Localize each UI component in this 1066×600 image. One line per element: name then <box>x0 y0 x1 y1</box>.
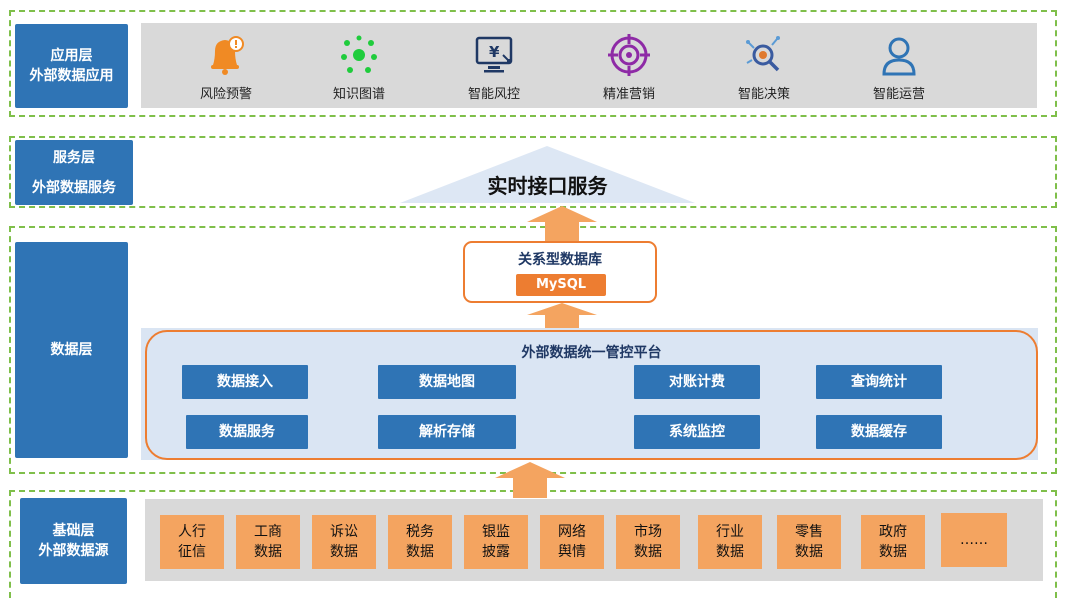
mysql-badge: MySQL <box>516 274 606 296</box>
source-business: 工商数据 <box>236 515 300 569</box>
base-layer-desc: 外部数据源 <box>38 543 109 559</box>
app-smart-decision: 智能决策 <box>704 33 824 102</box>
data-layer-label: 数据层 <box>15 242 128 458</box>
app-smart-operation: 智能运营 <box>839 33 959 102</box>
source-credit: 人行征信 <box>160 515 224 569</box>
source-line: 数据 <box>634 544 662 560</box>
app-precision-marketing: 精准营销 <box>569 33 689 102</box>
relational-database-box: 关系型数据库 MySQL <box>463 241 657 303</box>
module-data-cache: 数据缓存 <box>816 415 942 449</box>
application-layer-label: 应用层 外部数据应用 <box>15 24 128 108</box>
graph-nodes-icon <box>341 35 377 73</box>
unified-platform: 外部数据统一管控平台 数据接入 数据地图 对账计费 查询统计 数据服务 解析存储… <box>145 330 1038 460</box>
module-parse-storage: 解析存储 <box>378 415 516 449</box>
platform-title: 外部数据统一管控平台 <box>521 345 662 361</box>
service-layer-name: 服务层 <box>53 149 95 166</box>
database-title: 关系型数据库 <box>518 252 602 268</box>
service-title: 实时接口服务 <box>487 174 608 198</box>
service-triangle <box>400 146 695 203</box>
source-line: 舆情 <box>558 544 586 560</box>
source-line: 政府 <box>879 524 907 540</box>
arrow-up-icon <box>527 303 597 331</box>
application-layer-desc: 外部数据应用 <box>29 68 114 84</box>
service-layer-band <box>9 136 1057 208</box>
base-layer-name: 基础层 <box>52 523 95 539</box>
source-industry: 行业数据 <box>698 515 762 569</box>
app-smart-risk-control: ¥ 智能风控 <box>434 33 554 102</box>
svg-text:¥: ¥ <box>489 43 500 61</box>
data-source-panel: 人行征信 工商数据 诉讼数据 税务数据 银监披露 网络舆情 市场数据 行业数据 … <box>145 499 1043 581</box>
app-label: 智能风控 <box>467 87 520 102</box>
source-line: 数据 <box>879 544 907 560</box>
module-data-map: 数据地图 <box>378 365 516 399</box>
source-market: 市场数据 <box>616 515 680 569</box>
module-query-statistics: 查询统计 <box>816 365 942 399</box>
source-line: 数据 <box>254 544 282 560</box>
application-panel: 风险预警 知识图谱 ¥ 智能风控 精准营销 <box>141 23 1037 108</box>
app-label: 智能决策 <box>737 87 790 102</box>
source-line: 工商 <box>254 524 282 540</box>
source-litigation: 诉讼数据 <box>312 515 376 569</box>
service-layer-label: 服务层 外部数据服务 <box>15 140 133 205</box>
source-more: …… <box>941 513 1007 567</box>
source-line: 税务 <box>406 524 434 540</box>
application-layer-name: 应用层 <box>50 48 93 64</box>
source-line: 数据 <box>406 544 434 560</box>
app-knowledge-graph: 知识图谱 <box>299 33 419 102</box>
source-tax: 税务数据 <box>388 515 452 569</box>
app-label: 智能运营 <box>872 87 925 102</box>
base-layer-label: 基础层 外部数据源 <box>20 498 127 584</box>
target-icon <box>608 34 650 76</box>
source-line: 行业 <box>716 524 744 540</box>
service-layer-desc: 外部数据服务 <box>32 179 116 196</box>
app-label: 风险预警 <box>199 87 252 102</box>
source-line: 零售 <box>795 524 823 540</box>
source-line: 数据 <box>330 544 358 560</box>
source-line: 诉讼 <box>330 524 358 540</box>
arrow-up-icon <box>527 206 597 242</box>
source-government: 政府数据 <box>861 515 925 569</box>
application-layer-band <box>9 10 1057 117</box>
module-system-monitor: 系统监控 <box>634 415 760 449</box>
source-line: 数据 <box>716 544 744 560</box>
source-line: 征信 <box>178 544 206 560</box>
source-line: 人行 <box>178 524 206 540</box>
app-label: 精准营销 <box>602 87 655 102</box>
magnifier-decision-icon <box>746 36 780 72</box>
source-line: 银监 <box>482 524 510 540</box>
module-data-access: 数据接入 <box>182 365 308 399</box>
source-line: …… <box>960 532 988 548</box>
source-regulatory: 银监披露 <box>464 515 528 569</box>
data-layer-name: 数据层 <box>50 342 93 358</box>
monitor-yen-icon: ¥ <box>475 36 513 73</box>
alarm-bell-icon <box>211 36 244 75</box>
module-reconciliation-billing: 对账计费 <box>634 365 760 399</box>
app-risk-warning: 风险预警 <box>166 33 286 102</box>
source-line: 网络 <box>558 524 586 540</box>
source-line: 市场 <box>634 524 662 540</box>
module-data-service: 数据服务 <box>186 415 308 449</box>
source-public-opinion: 网络舆情 <box>540 515 604 569</box>
app-label: 知识图谱 <box>332 87 385 102</box>
user-icon <box>882 37 916 76</box>
source-line: 披露 <box>482 544 510 560</box>
arrow-up-icon <box>495 462 565 498</box>
source-retail: 零售数据 <box>777 515 841 569</box>
source-line: 数据 <box>795 544 823 560</box>
